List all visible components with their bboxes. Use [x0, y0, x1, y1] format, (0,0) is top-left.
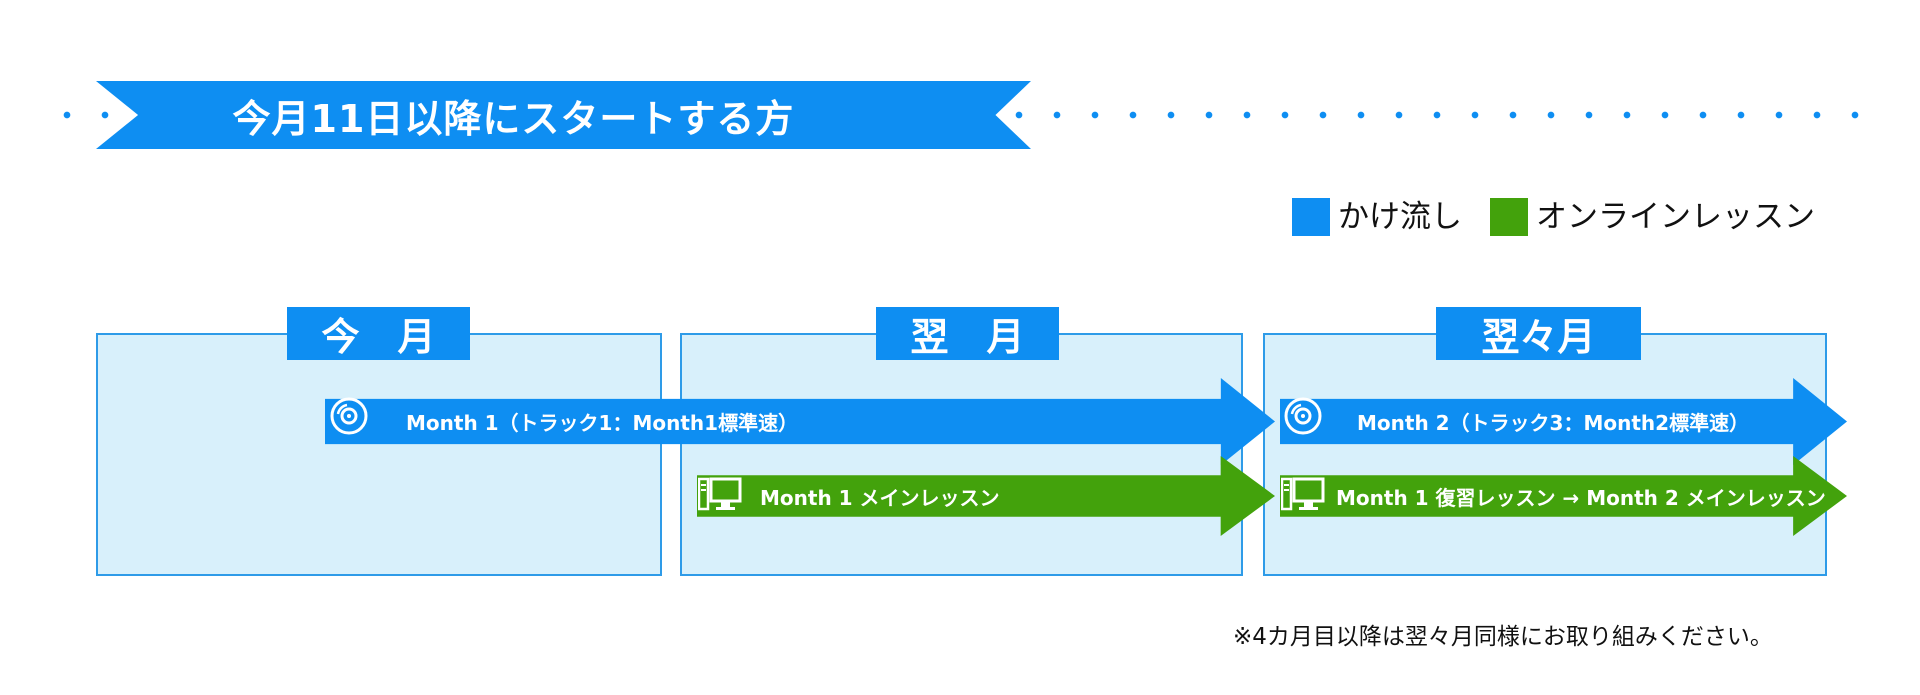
- dotted-line-left: [48, 111, 168, 119]
- computer-icon: [1281, 477, 1325, 511]
- month-panel-month-after-next: [1263, 333, 1827, 576]
- month-tab-month-after-next: 翌々月: [1436, 307, 1641, 360]
- month-tab-next-month: 翌 月: [876, 307, 1059, 360]
- header-ribbon: 今月11日以降にスタートする方: [96, 81, 1031, 149]
- cd-icon: [1284, 397, 1322, 435]
- month-panel-this-month: [96, 333, 662, 576]
- cd-icon: [330, 397, 368, 435]
- legend-label-online: オンラインレッスン: [1536, 199, 1815, 235]
- track-label: Month 1 復習レッスン → Month 2 メインレッスン: [1336, 485, 1826, 510]
- month-tab-this-month: 今 月: [287, 307, 470, 360]
- footnote: ※4カ月目以降は翌々月同様にお取り組みください。: [1233, 624, 1773, 650]
- track-label: Month 2（トラック3：Month2標準速）: [1357, 411, 1750, 435]
- computer-icon: [698, 477, 742, 511]
- track-label: Month 1 メインレッスン: [760, 485, 1000, 510]
- legend-swatch-kakenagashi: [1292, 198, 1330, 236]
- legend-label-kakenagashi: かけ流し: [1338, 199, 1462, 235]
- dotted-line-right: [1000, 111, 1880, 119]
- track-label: Month 1（トラック1：Month1標準速）: [406, 411, 799, 435]
- page-title: 今月11日以降にスタートする方: [232, 96, 795, 141]
- month-panel-next-month: [680, 333, 1243, 576]
- legend-swatch-online: [1490, 198, 1528, 236]
